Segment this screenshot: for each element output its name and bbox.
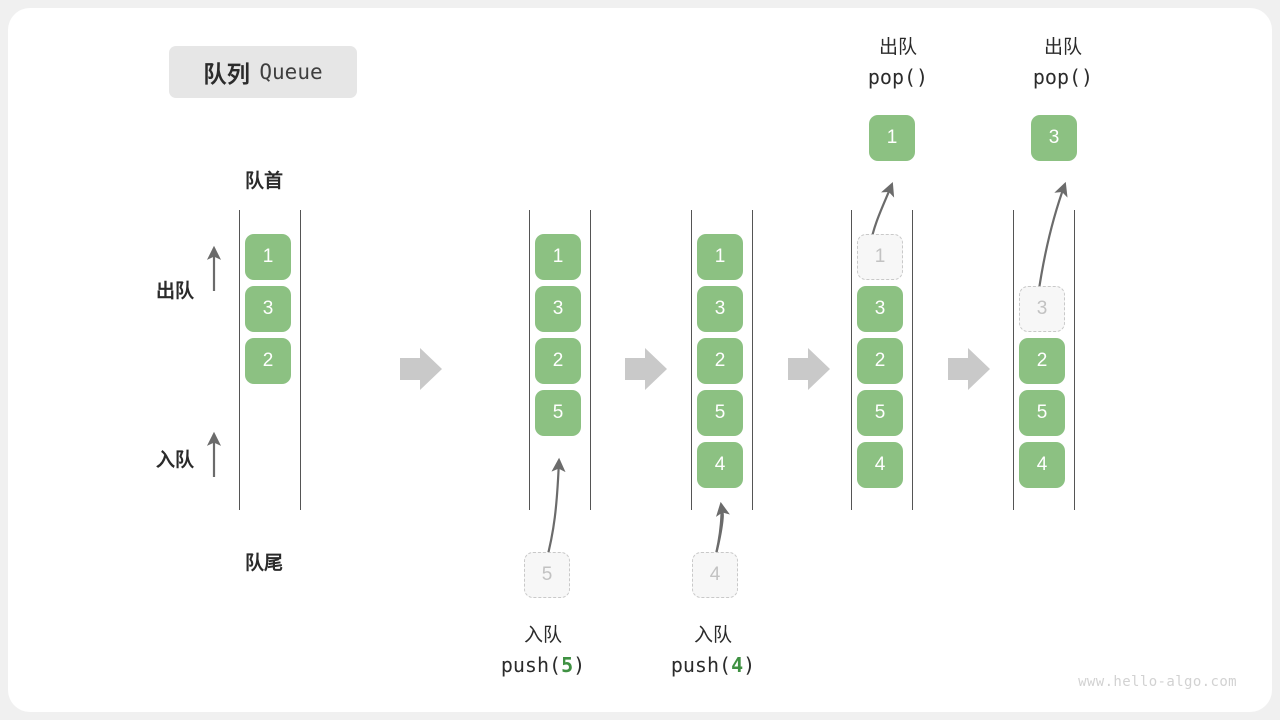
rail-right [912, 210, 913, 510]
op-label-cn: 出队 [878, 37, 917, 58]
rail-right [752, 210, 753, 510]
label-enqueue: 入队 [156, 450, 195, 471]
diagram-title-chip: 队列 Queue [169, 46, 357, 98]
pop2-arrow [1036, 181, 1068, 297]
op-label-cn: 出队 [1043, 37, 1082, 58]
diagram-stage: 队列 Queue 队首 队尾 出队 入队 [8, 8, 1272, 712]
op-label-code: pop() [1032, 65, 1094, 90]
queue-cell: 5 [1019, 390, 1065, 436]
title-en: Queue [259, 60, 323, 84]
queue-cell: 4 [1019, 442, 1065, 488]
queue-cell: 3 [857, 286, 903, 332]
incoming-ghost-cell: 5 [524, 552, 570, 598]
queue-cell: 5 [857, 390, 903, 436]
rail-left [529, 210, 530, 510]
queue-cell: 4 [857, 442, 903, 488]
queue-cell: 3 [245, 286, 291, 332]
popped-ghost-cell: 1 [857, 234, 903, 280]
queue-cell: 2 [535, 338, 581, 384]
queue-cell: 2 [245, 338, 291, 384]
step-arrow-4 [948, 348, 990, 390]
op-label-cn: 入队 [523, 625, 562, 646]
rail-left [691, 210, 692, 510]
op-label-code: pop() [867, 65, 929, 90]
op-label-push4: 入队 push(4) [618, 621, 808, 681]
op-label-code: push(4) [670, 653, 756, 678]
queue-cell: 1 [535, 234, 581, 280]
queue-cell-new: 4 [697, 442, 743, 488]
label-tail: 队尾 [245, 553, 284, 574]
popped-ghost-cell: 3 [1019, 286, 1065, 332]
rail-right [300, 210, 301, 510]
queue-cell: 2 [1019, 338, 1065, 384]
op-label-pop-2: 出队 pop() [978, 33, 1148, 93]
rail-left [1013, 210, 1014, 510]
op-label-code: push(5) [500, 653, 586, 678]
diagram-card: 队列 Queue 队首 队尾 出队 入队 [8, 8, 1272, 712]
queue-cell: 5 [697, 390, 743, 436]
op-label-pop-1: 出队 pop() [813, 33, 983, 93]
queue-cell: 1 [697, 234, 743, 280]
queue-cell: 3 [535, 286, 581, 332]
queue-cell: 2 [857, 338, 903, 384]
rail-left [851, 210, 852, 510]
step-arrow-2 [625, 348, 667, 390]
popped-cell: 1 [869, 115, 915, 161]
rail-right [590, 210, 591, 510]
rail-left [239, 210, 240, 510]
incoming-ghost-cell: 4 [692, 552, 738, 598]
step-arrow-1 [400, 348, 442, 390]
watermark: www.hello-algo.com [1078, 674, 1237, 690]
label-head: 队首 [245, 171, 284, 192]
title-cn: 队列 [203, 61, 251, 87]
queue-cell: 3 [697, 286, 743, 332]
step-arrow-3 [788, 348, 830, 390]
rail-right [1074, 210, 1075, 510]
op-label-push5: 入队 push(5) [448, 621, 638, 681]
popped-cell: 3 [1031, 115, 1077, 161]
queue-cell-new: 5 [535, 390, 581, 436]
push5-arrow [544, 457, 566, 563]
op-label-cn: 入队 [693, 625, 732, 646]
queue-cell: 2 [697, 338, 743, 384]
arrows-layer [206, 181, 1068, 563]
queue-cell: 1 [245, 234, 291, 280]
label-dequeue: 出队 [156, 281, 195, 302]
